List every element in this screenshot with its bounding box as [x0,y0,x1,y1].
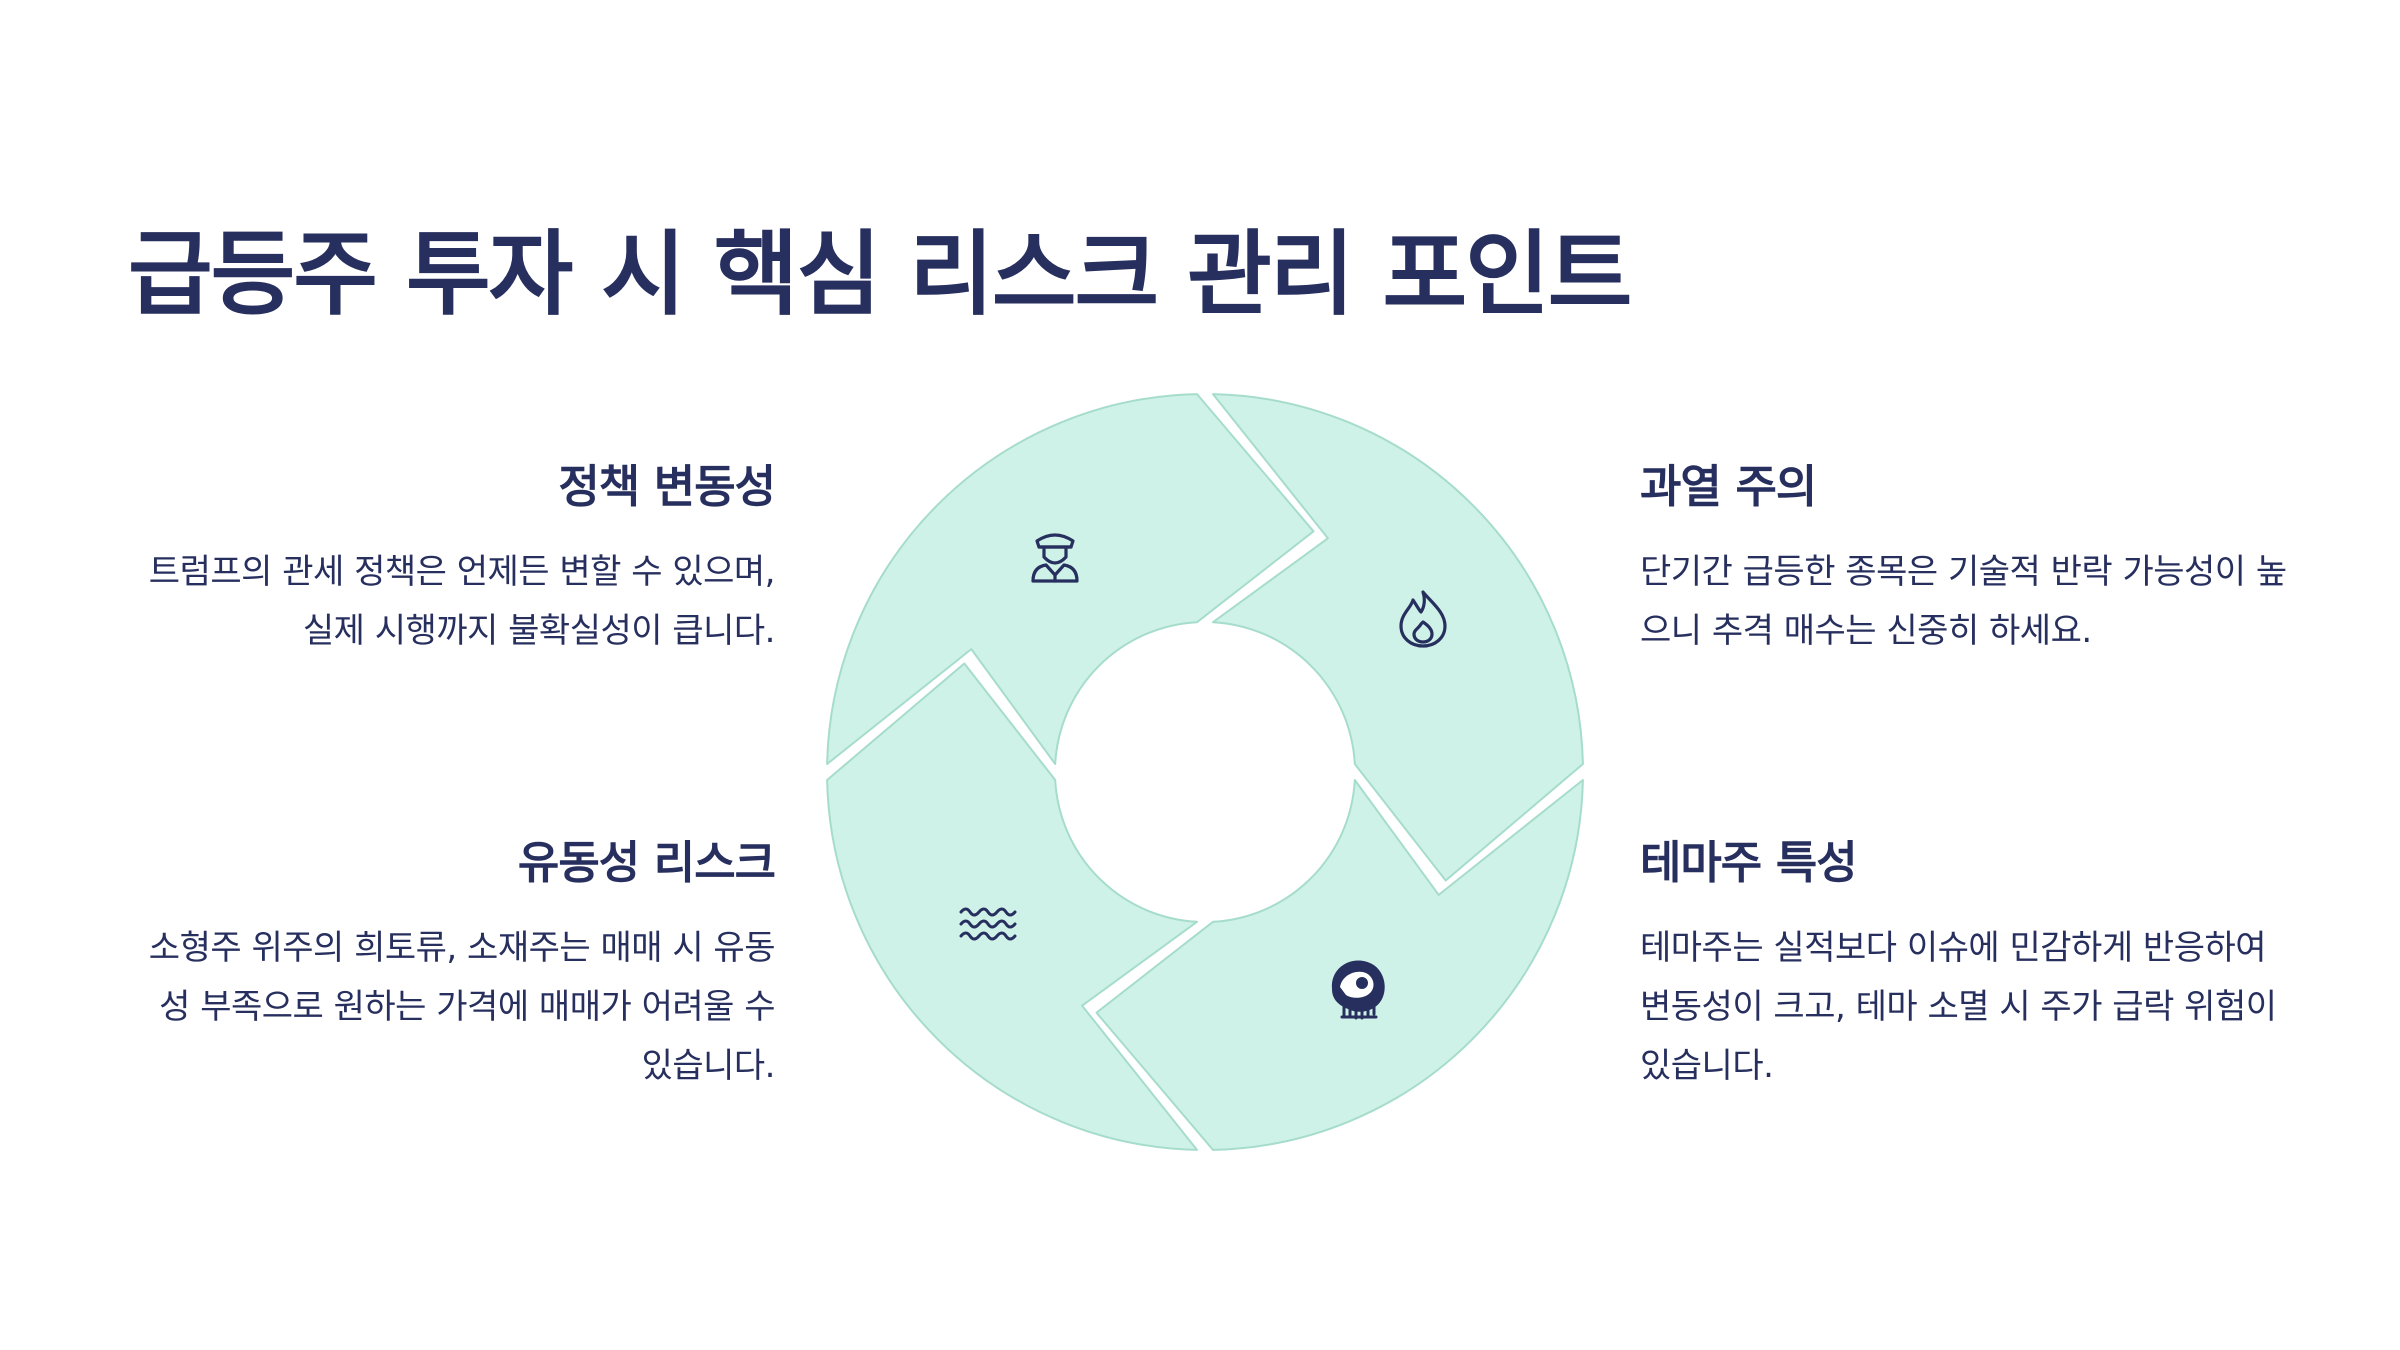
waves-icon [959,907,1017,941]
point-body: 트럼프의 관세 정책은 언제든 변할 수 있으며, 실제 시행까지 불확실성이 … [148,552,776,651]
point-heading: 유동성 리스크 [517,836,776,889]
segment-bottom-right [1095,779,1584,1151]
segment-bottom-left [826,662,1198,1151]
point-overheating: 과열 주의 단기간 급등한 종목은 기술적 반락 가능성이 높으니 추격 매수는… [1640,450,2290,661]
point-theme-stock: 테마주 특성 테마주는 실적보다 이슈에 민감하게 반응하여 변동성이 크고, … [1640,826,2290,1096]
point-liquidity-risk: 유동성 리스크 소형주 위주의 희토류, 소재주는 매매 시 유동성 부족으로 … [125,826,776,1096]
fire-icon [1399,590,1447,648]
point-policy-volatility: 정책 변동성 트럼프의 관세 정책은 언제든 변할 수 있으며, 실제 시행까지… [125,450,776,661]
point-heading: 테마주 특성 [1640,836,1858,889]
segment-top-right [1212,393,1584,882]
point-heading: 정책 변동성 [558,460,776,513]
point-body: 테마주는 실적보다 이슈에 민감하게 반응하여 변동성이 크고, 테마 소멸 시… [1640,928,2277,1086]
point-body: 소형주 위주의 희토류, 소재주는 매매 시 유동성 부족으로 원하는 가격에 … [148,928,776,1086]
officer-icon [1031,533,1079,583]
sea-monster-icon [1331,960,1385,1020]
cycle-segments [826,393,1584,1151]
point-heading: 과열 주의 [1640,460,1817,513]
page-title: 급등주 투자 시 핵심 리스크 관리 포인트 [128,221,1632,328]
segment-top-left [826,393,1315,765]
point-body: 단기간 급등한 종목은 기술적 반락 가능성이 높으니 추격 매수는 신중히 하… [1640,552,2287,651]
